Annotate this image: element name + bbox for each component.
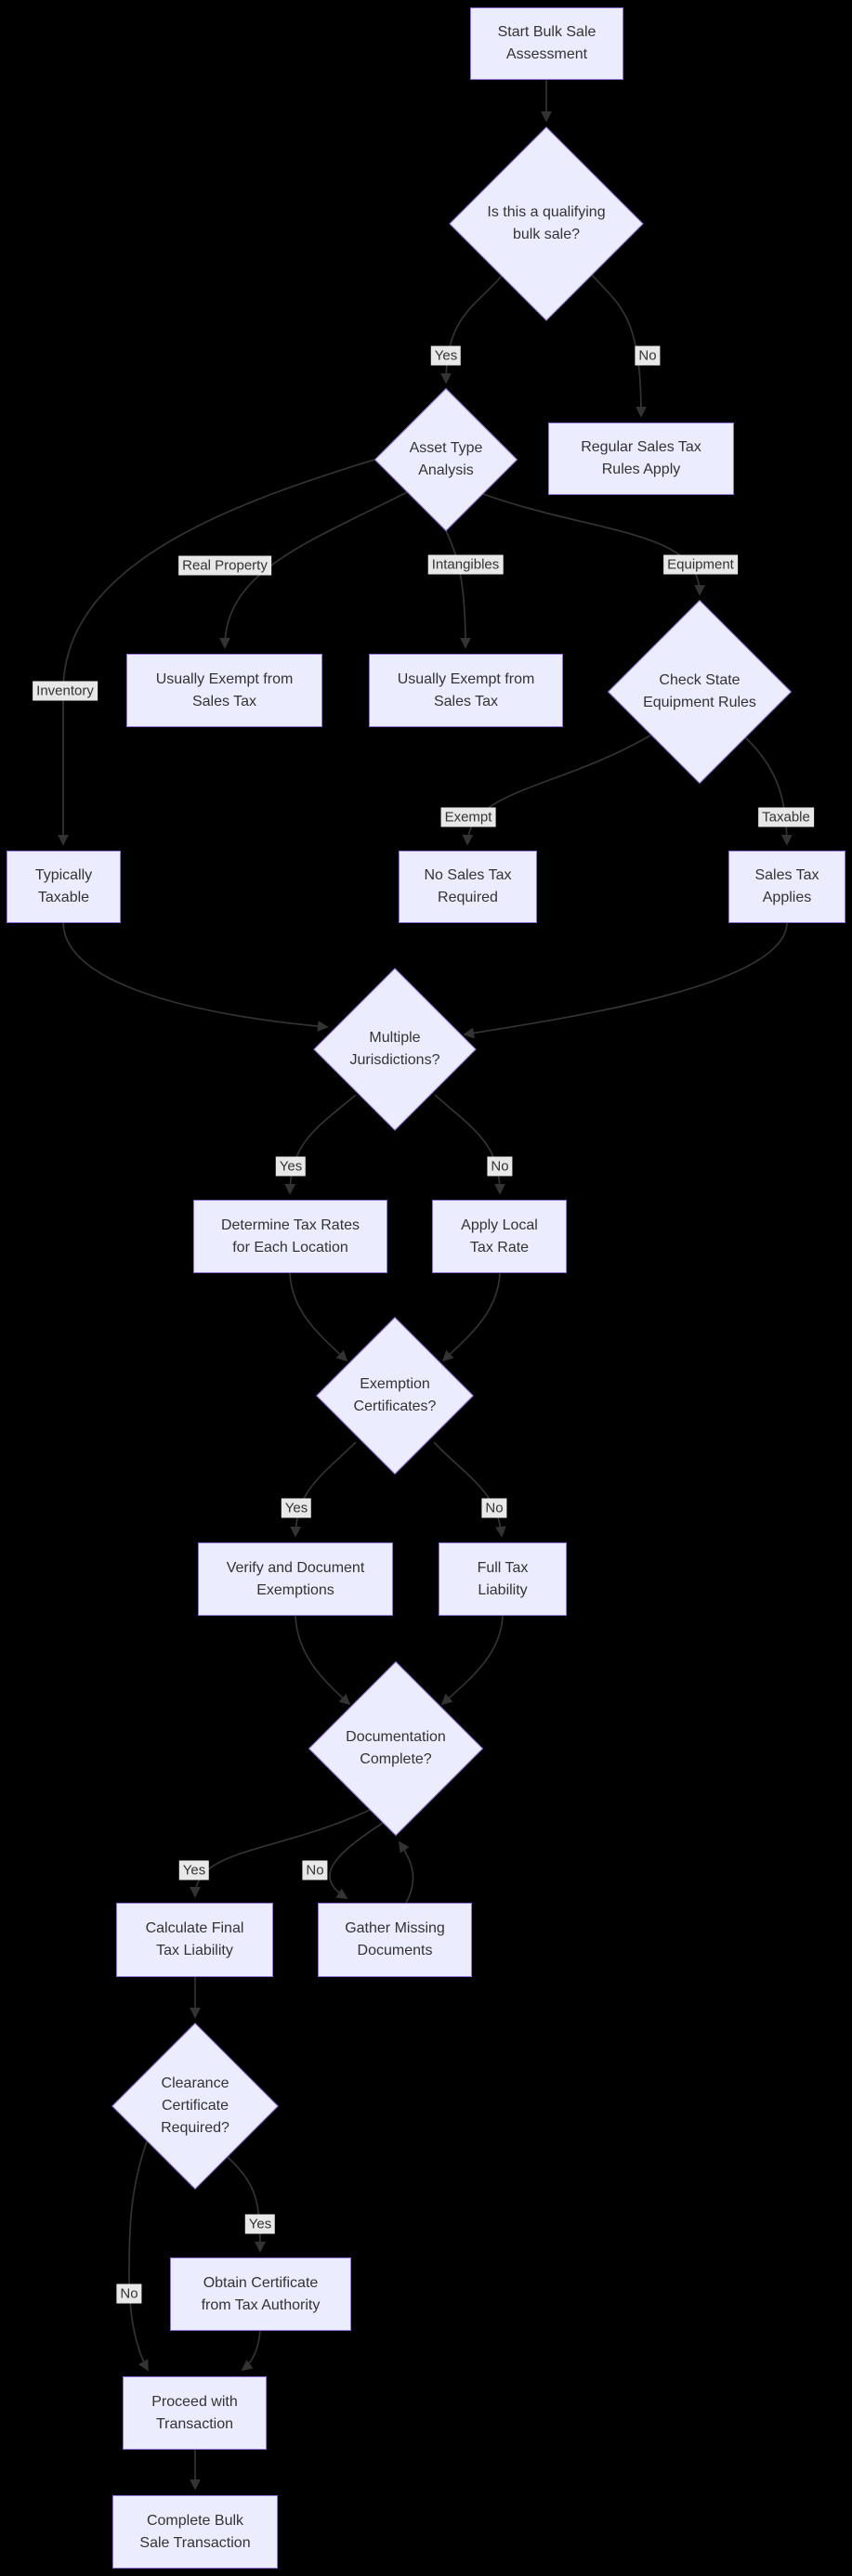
- label-inventory: Inventory: [33, 681, 98, 701]
- edge-asset-realproperty-exempt: [219, 491, 408, 649]
- decision-qualifying-bulk-sale: Is this a qualifying bulk sale?: [449, 126, 644, 321]
- edge-clearance-yes-obtain: [227, 2156, 266, 2253]
- node-sales-tax-applies: Sales Tax Applies: [728, 851, 845, 923]
- node-obtain-certificate: Obtain Certificate from Tax Authority: [170, 2257, 351, 2331]
- label-equipment: Equipment: [663, 554, 738, 575]
- node-calculate-final: Calculate Final Tax Liability: [116, 1903, 273, 1977]
- node-verify-exemptions: Verify and Document Exemptions: [198, 1542, 393, 1616]
- label-yes-2: Yes: [275, 1156, 307, 1177]
- edge-obtain-to-proceed: [241, 2330, 261, 2372]
- node-proceed-transaction: Proceed with Transaction: [123, 2376, 267, 2450]
- decision-check-equipment-rules: Check State Equipment Rules: [608, 600, 792, 784]
- edge-exemption-yes-verify: [290, 1441, 357, 1538]
- label-no-1: No: [635, 345, 661, 366]
- decision-label: Check State Equipment Rules: [643, 672, 756, 710]
- decision-label: Multiple Jurisdictions?: [349, 1030, 440, 1068]
- edge-qualifying-no-regular: [591, 274, 647, 418]
- label-yes-4: Yes: [178, 1860, 210, 1880]
- node-apply-local-rate: Apply Local Tax Rate: [432, 1200, 567, 1273]
- node-regular-sales-tax: Regular Sales Tax Rules Apply: [548, 423, 734, 495]
- edge-multiple-no-applylocal: [434, 1094, 505, 1195]
- decision-clearance-certificate: Clearance Certificate Required?: [111, 2023, 279, 2190]
- edge-asset-intangibles-exempt: [445, 529, 471, 649]
- decision-asset-type-analysis: Asset Type Analysis: [374, 387, 518, 532]
- label-real-property: Real Property: [178, 555, 271, 576]
- edge-gather-return-documentation: [399, 1841, 414, 1904]
- edge-verify-to-documentation: [295, 1615, 351, 1706]
- edge-applylocal-to-exemption: [441, 1272, 501, 1362]
- label-no-2: No: [487, 1156, 513, 1177]
- label-taxable: Taxable: [758, 807, 814, 827]
- decision-label: Clearance Certificate Required?: [161, 2075, 229, 2136]
- edge-salestax-to-multiple: [463, 922, 788, 1039]
- edge-documentation-yes-calculate: [190, 1809, 371, 1898]
- node-exempt-intangibles: Usually Exempt from Sales Tax: [369, 654, 563, 727]
- decision-label: Exemption Certificates?: [353, 1376, 437, 1414]
- node-determine-tax-rates: Determine Tax Rates for Each Location: [193, 1200, 387, 1273]
- label-no-4: No: [302, 1860, 328, 1880]
- node-complete-transaction: Complete Bulk Sale Transaction: [112, 2495, 278, 2569]
- edge-determine-to-exemption: [289, 1272, 348, 1362]
- decision-multiple-jurisdictions: Multiple Jurisdictions?: [313, 968, 477, 1131]
- decision-label: Asset Type Analysis: [409, 440, 483, 478]
- node-typically-taxable: Typically Taxable: [7, 851, 121, 923]
- label-intangibles: Intangibles: [427, 554, 504, 575]
- label-yes-5: Yes: [244, 2214, 276, 2234]
- node-exempt-real-property: Usually Exempt from Sales Tax: [126, 654, 322, 727]
- edge-check-taxable-salestax: [744, 736, 793, 846]
- decision-label: Is this a qualifying bulk sale?: [487, 204, 606, 242]
- edge-asset-inventory-typically: [58, 459, 375, 846]
- label-no-5: No: [116, 2283, 142, 2304]
- node-gather-documents: Gather Missing Documents: [318, 1903, 472, 1977]
- edge-documentation-no-gather: [329, 1822, 384, 1899]
- edge-fulltax-to-documentation: [440, 1615, 504, 1706]
- node-no-sales-tax: No Sales Tax Required: [399, 851, 537, 923]
- label-yes-3: Yes: [281, 1498, 312, 1518]
- label-no-3: No: [481, 1498, 507, 1518]
- node-start: Start Bulk Sale Assessment: [470, 7, 623, 80]
- label-yes-1: Yes: [430, 345, 462, 366]
- edge-typically-to-multiple: [62, 922, 329, 1032]
- edge-exemption-no-fulltax: [433, 1441, 506, 1538]
- edge-clearance-no-proceed: [128, 2140, 149, 2372]
- decision-documentation-complete: Documentation Complete?: [308, 1660, 484, 1837]
- node-full-tax-liability: Full Tax Liability: [439, 1542, 567, 1616]
- decision-exemption-certificates: Exemption Certificates?: [316, 1317, 474, 1475]
- edge-multiple-yes-determine: [284, 1094, 357, 1195]
- decision-label: Documentation Complete?: [346, 1729, 446, 1767]
- label-exempt: Exempt: [440, 807, 496, 827]
